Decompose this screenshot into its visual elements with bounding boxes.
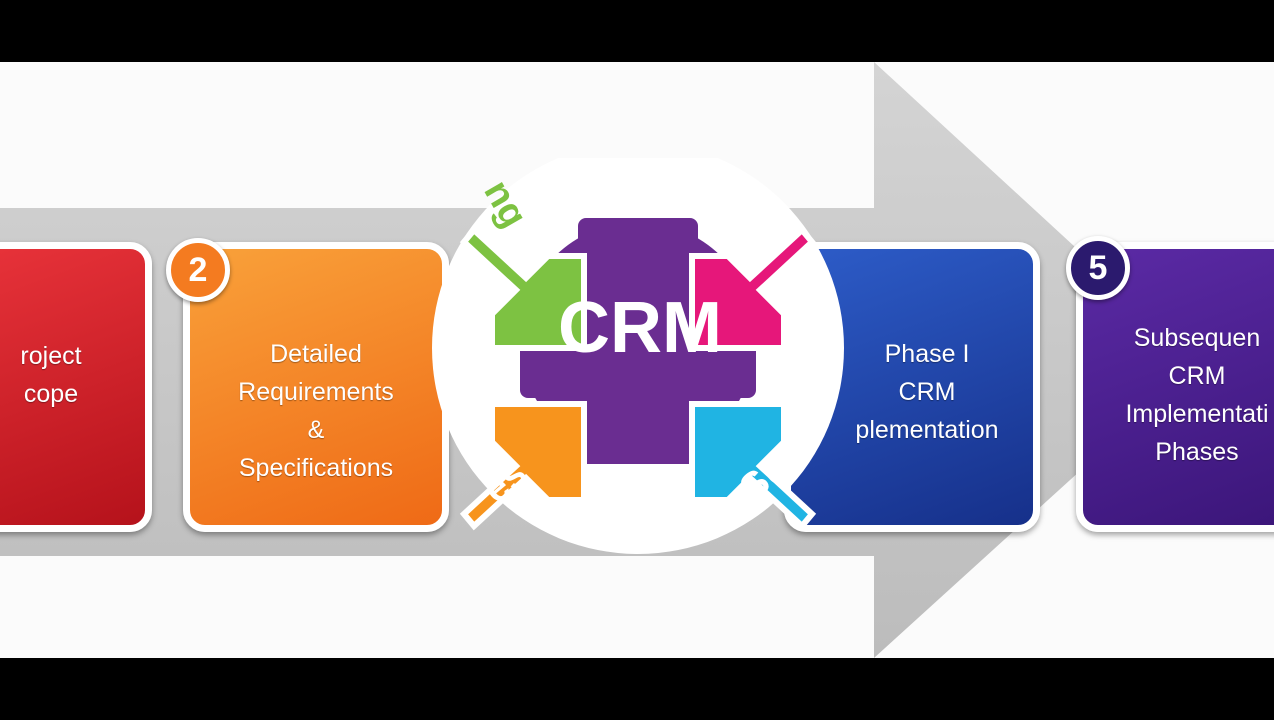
step-5-line: Implementati [1125,400,1269,428]
blue-arrow-icon [689,401,817,531]
pink-arrow-icon [689,225,817,351]
step-2-line: Requirements [238,378,394,406]
step-4-line: CRM [898,378,956,406]
step-2-line: & [307,416,325,444]
step-5-badge: 5 [1066,236,1130,300]
step-2-line: Specifications [238,454,394,482]
step-5-number: 5 [1088,249,1108,287]
step-4-line: Phase I [884,340,970,368]
step-4-line: plementation [855,416,999,444]
step-5-line: Subsequen [1133,324,1261,352]
step-1-box: roject cope [0,242,152,532]
step-2-text: Detailed Requirements & Specifications [190,335,442,487]
crm-logo-label: CRM [558,288,722,368]
green-arrow-icon [459,225,587,351]
step-5-line: Phases [1155,438,1239,466]
crm-logo [432,158,844,554]
step-2-number: 2 [188,251,208,289]
diagram-canvas: roject cope Detailed Requirements & Spec… [0,62,1274,658]
step-2-line: Detailed [270,340,362,368]
step-2-badge: 2 [166,238,230,302]
step-5-line: CRM [1168,362,1226,390]
step-1-text: roject cope [0,337,145,413]
orange-arrow-icon [459,401,587,531]
step-1-line: cope [23,380,79,408]
step-5-text: Subsequen CRM Implementati Phases [1083,319,1274,471]
step-4-text: Phase I CRM plementation [821,335,1033,449]
step-1-line: roject [20,342,82,370]
